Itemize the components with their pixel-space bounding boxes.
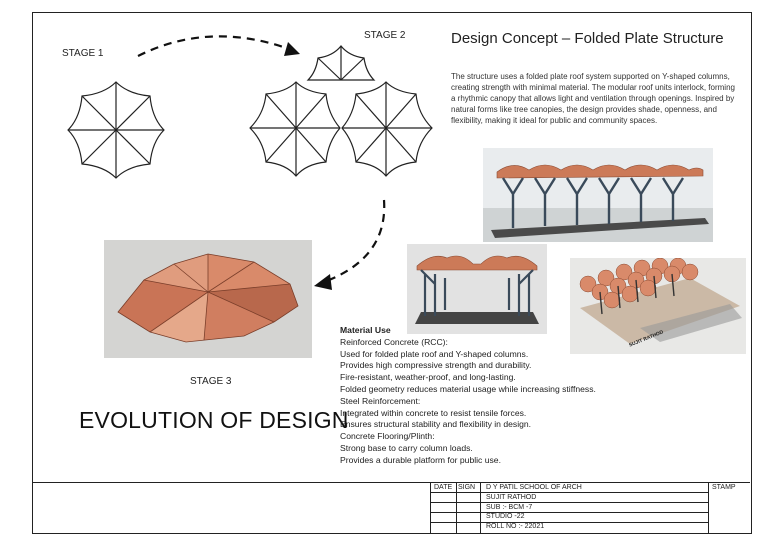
stage-2-plan-drawing	[249, 45, 433, 177]
concept-title: Design Concept – Folded Plate Structure	[451, 30, 724, 47]
arrow-stage-2-to-3	[314, 199, 386, 290]
roll-number: ROLL NO :- 22021	[486, 523, 545, 530]
material-use-section: Material Use Reinforced Concrete (RCC): …	[340, 325, 640, 467]
material-heading: Material Use	[340, 325, 391, 335]
school-name: D Y PATIL SCHOOL OF ARCH	[486, 484, 582, 491]
canopy-aerial-render: SUJIT RATHOD	[570, 258, 746, 354]
stamp-header: STAMP	[712, 484, 736, 491]
subject: SUB :- BCM -7	[486, 504, 533, 511]
date-header: DATE	[434, 484, 453, 491]
stage-1-plan-drawing	[67, 81, 165, 179]
material-line: Integrated within concrete to resist ten…	[340, 407, 527, 418]
arrow-stage-1-to-2	[137, 35, 300, 57]
stage-3-roof-render	[104, 240, 312, 358]
material-line: Steel Reinforcement:	[340, 395, 421, 406]
material-line: Used for folded plate roof and Y-shaped …	[340, 348, 529, 359]
concept-description: The structure uses a folded plate roof s…	[451, 72, 735, 125]
material-line: Fire-resistant, weather-proof, and long-…	[340, 372, 516, 383]
title-block: DATE SIGN D Y PATIL SCHOOL OF ARCH SUJIT…	[32, 482, 750, 533]
material-line: Reinforced Concrete (RCC):	[340, 336, 448, 347]
canopy-section-render	[407, 244, 547, 334]
material-line: Ensures structural stability and flexibi…	[340, 419, 532, 430]
sign-header: SIGN	[458, 484, 476, 491]
material-line: Provides high compressive strength and d…	[340, 360, 532, 371]
material-line: Strong base to carry column loads.	[340, 442, 473, 453]
canopy-perspective-render	[483, 148, 713, 242]
material-line: Provides a durable platform for public u…	[340, 454, 501, 465]
stage-3-label: STAGE 3	[190, 376, 232, 387]
stage-1-label: STAGE 1	[62, 48, 104, 59]
material-line: Concrete Flooring/Plinth:	[340, 431, 435, 442]
studio: STUDIO -22	[486, 513, 525, 520]
drawing-sheet	[32, 12, 752, 534]
material-line: Folded geometry reduces material usage w…	[340, 383, 596, 394]
stage-2-label: STAGE 2	[364, 30, 406, 41]
evolution-title: EVOLUTION OF DESIGN	[79, 407, 349, 433]
student-name: SUJIT RATHOD	[486, 494, 537, 501]
